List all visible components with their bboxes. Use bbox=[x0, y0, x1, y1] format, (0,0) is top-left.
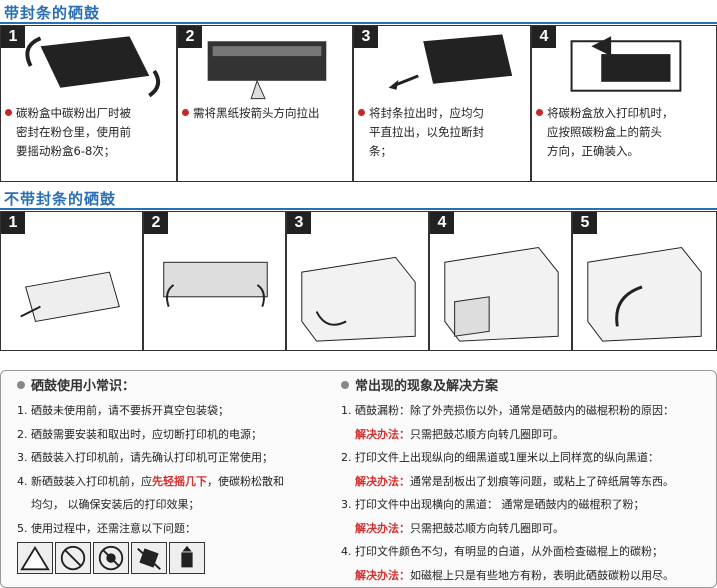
info-panel: 硒鼓使用小常识： 1. 硒鼓未使用前，请不要拆开真空包装袋； 2. 硒鼓需要安装… bbox=[0, 370, 717, 588]
step-1-number: 1 bbox=[1, 26, 25, 48]
bullet-icon bbox=[536, 109, 543, 116]
s2-step-1-image bbox=[1, 212, 142, 350]
tip-item-4: 4. 新硒鼓装入打印机前，应先轻摇几下，使碳粉松散和 bbox=[17, 474, 284, 488]
bullet-icon bbox=[358, 109, 365, 116]
section2-title: 不带封条的硒鼓 bbox=[4, 190, 117, 208]
s2-step-4-cell: 4 bbox=[429, 211, 572, 351]
step-2-cell: 2 需将黑纸按箭头方向拉出 bbox=[177, 25, 353, 182]
warning-triangle-icon bbox=[17, 542, 53, 574]
tips-dot-icon bbox=[17, 381, 25, 389]
s2-step-2-image bbox=[144, 212, 285, 350]
issues-dot-icon bbox=[341, 381, 349, 389]
issue-3-problem: 3. 打印文件中出现横向的黑道： 通常是硒鼓内的磁棍积了粉； bbox=[341, 498, 645, 511]
no-touch-icon bbox=[55, 542, 91, 574]
s2-step-2-number: 2 bbox=[144, 212, 168, 234]
s2-step-5-cell: 5 bbox=[572, 211, 717, 351]
s2-step-3-cell: 3 bbox=[286, 211, 429, 351]
step-4-image bbox=[532, 26, 716, 102]
keep-upright-icon bbox=[169, 542, 205, 574]
step-3-cell: 3 将封条拉出时，应均匀 平直拉出，以免拉断封 条； bbox=[353, 25, 531, 182]
section1-rule bbox=[0, 22, 717, 24]
bullet-icon bbox=[182, 109, 189, 116]
tip-item-2: 2. 硒鼓需要安装和取出时，应切断打印机的电源； bbox=[17, 427, 262, 441]
warning-icons bbox=[17, 542, 337, 574]
tip-item-3: 3. 硒鼓装入打印机前，请先确认打印机可正常使用； bbox=[17, 451, 273, 464]
s2-step-5-number: 5 bbox=[573, 212, 597, 234]
tip-item-1: 1. 硒鼓未使用前，请不要拆开真空包装袋； bbox=[17, 404, 229, 417]
step-1-image bbox=[1, 26, 176, 102]
s2-step-3-number: 3 bbox=[287, 212, 311, 234]
issue-4-solution: 解决办法：如磁棍上只是有些地方有粉，表明此硒鼓碳粉以用尽。 bbox=[355, 568, 674, 582]
section2-rule bbox=[0, 208, 717, 210]
step-3-number: 3 bbox=[354, 26, 378, 48]
step-1-cell: 1 碳粉盒中碳粉出厂时被 密封在粉仓里，使用前 要摇动粉盒6-8次； bbox=[0, 25, 177, 182]
s2-step-3-image bbox=[287, 212, 428, 350]
step-3-text: 将封条拉出时，应均匀 平直拉出，以免拉断封 条； bbox=[358, 104, 526, 161]
step-4-text: 将碳粉盒放入打印机时， 应按照碳粉盒上的箭头 方向，正确装入。 bbox=[536, 104, 712, 161]
step-3-image bbox=[354, 26, 530, 102]
step-2-image bbox=[178, 26, 352, 102]
tips-column: 硒鼓使用小常识： 1. 硒鼓未使用前，请不要拆开真空包装袋； 2. 硒鼓需要安装… bbox=[17, 377, 337, 574]
no-sunlight-icon bbox=[93, 542, 129, 574]
issue-3-solution: 解决办法：只需把鼓芯顺方向转几圈即可。 bbox=[355, 521, 564, 535]
section1-title: 带封条的硒鼓 bbox=[4, 4, 101, 22]
no-tilt-icon bbox=[131, 542, 167, 574]
section2-steps: 1 2 3 4 5 bbox=[0, 211, 717, 351]
section1-steps: 1 碳粉盒中碳粉出厂时被 密封在粉仓里，使用前 要摇动粉盒6-8次； 2 需将黑… bbox=[0, 25, 717, 182]
step-4-cell: 4 将碳粉盒放入打印机时， 应按照碳粉盒上的箭头 方向，正确装入。 bbox=[531, 25, 717, 182]
s2-step-1-number: 1 bbox=[1, 212, 25, 234]
s2-step-5-image bbox=[573, 212, 716, 350]
issues-title: 常出现的现象及解决方案 bbox=[341, 377, 713, 397]
tip-item-4-cont: 均匀， 以确保安装后的打印效果； bbox=[31, 498, 200, 511]
issue-2-solution: 解决办法：通常是刮板出了划痕等问题，或粘上了碎纸屑等东西。 bbox=[355, 474, 674, 488]
s2-step-2-cell: 2 bbox=[143, 211, 286, 351]
step-2-text: 需将黑纸按箭头方向拉出 bbox=[182, 104, 348, 123]
issue-1-solution: 解决办法：只需把鼓芯顺方向转几圈即可。 bbox=[355, 427, 564, 441]
issue-2-problem: 2. 打印文件上出现纵向的细黑道或1厘米以上同样宽的纵向黑道： bbox=[341, 451, 659, 464]
issue-1-problem: 1. 硒鼓漏粉：除了外壳损伤以外，通常是硒鼓内的磁棍积粉的原因： bbox=[341, 404, 674, 417]
tips-title: 硒鼓使用小常识： bbox=[17, 377, 337, 397]
bullet-icon bbox=[5, 109, 12, 116]
s2-step-1-cell: 1 bbox=[0, 211, 143, 351]
issues-column: 常出现的现象及解决方案 1. 硒鼓漏粉：除了外壳损伤以外，通常是硒鼓内的磁棍积粉… bbox=[341, 377, 713, 587]
step-4-number: 4 bbox=[532, 26, 556, 48]
tip-item-5: 5. 使用过程中，还需注意以下问题： bbox=[17, 521, 196, 535]
s2-step-4-image bbox=[430, 212, 571, 350]
step-1-text: 碳粉盒中碳粉出厂时被 密封在粉仓里，使用前 要摇动粉盒6-8次； bbox=[5, 104, 172, 161]
s2-step-4-number: 4 bbox=[430, 212, 454, 234]
step-2-number: 2 bbox=[178, 26, 202, 48]
issue-4-problem: 4. 打印文件颜色不匀，有明显的白道，从外面检查磁棍上的碳粉； bbox=[341, 545, 663, 558]
